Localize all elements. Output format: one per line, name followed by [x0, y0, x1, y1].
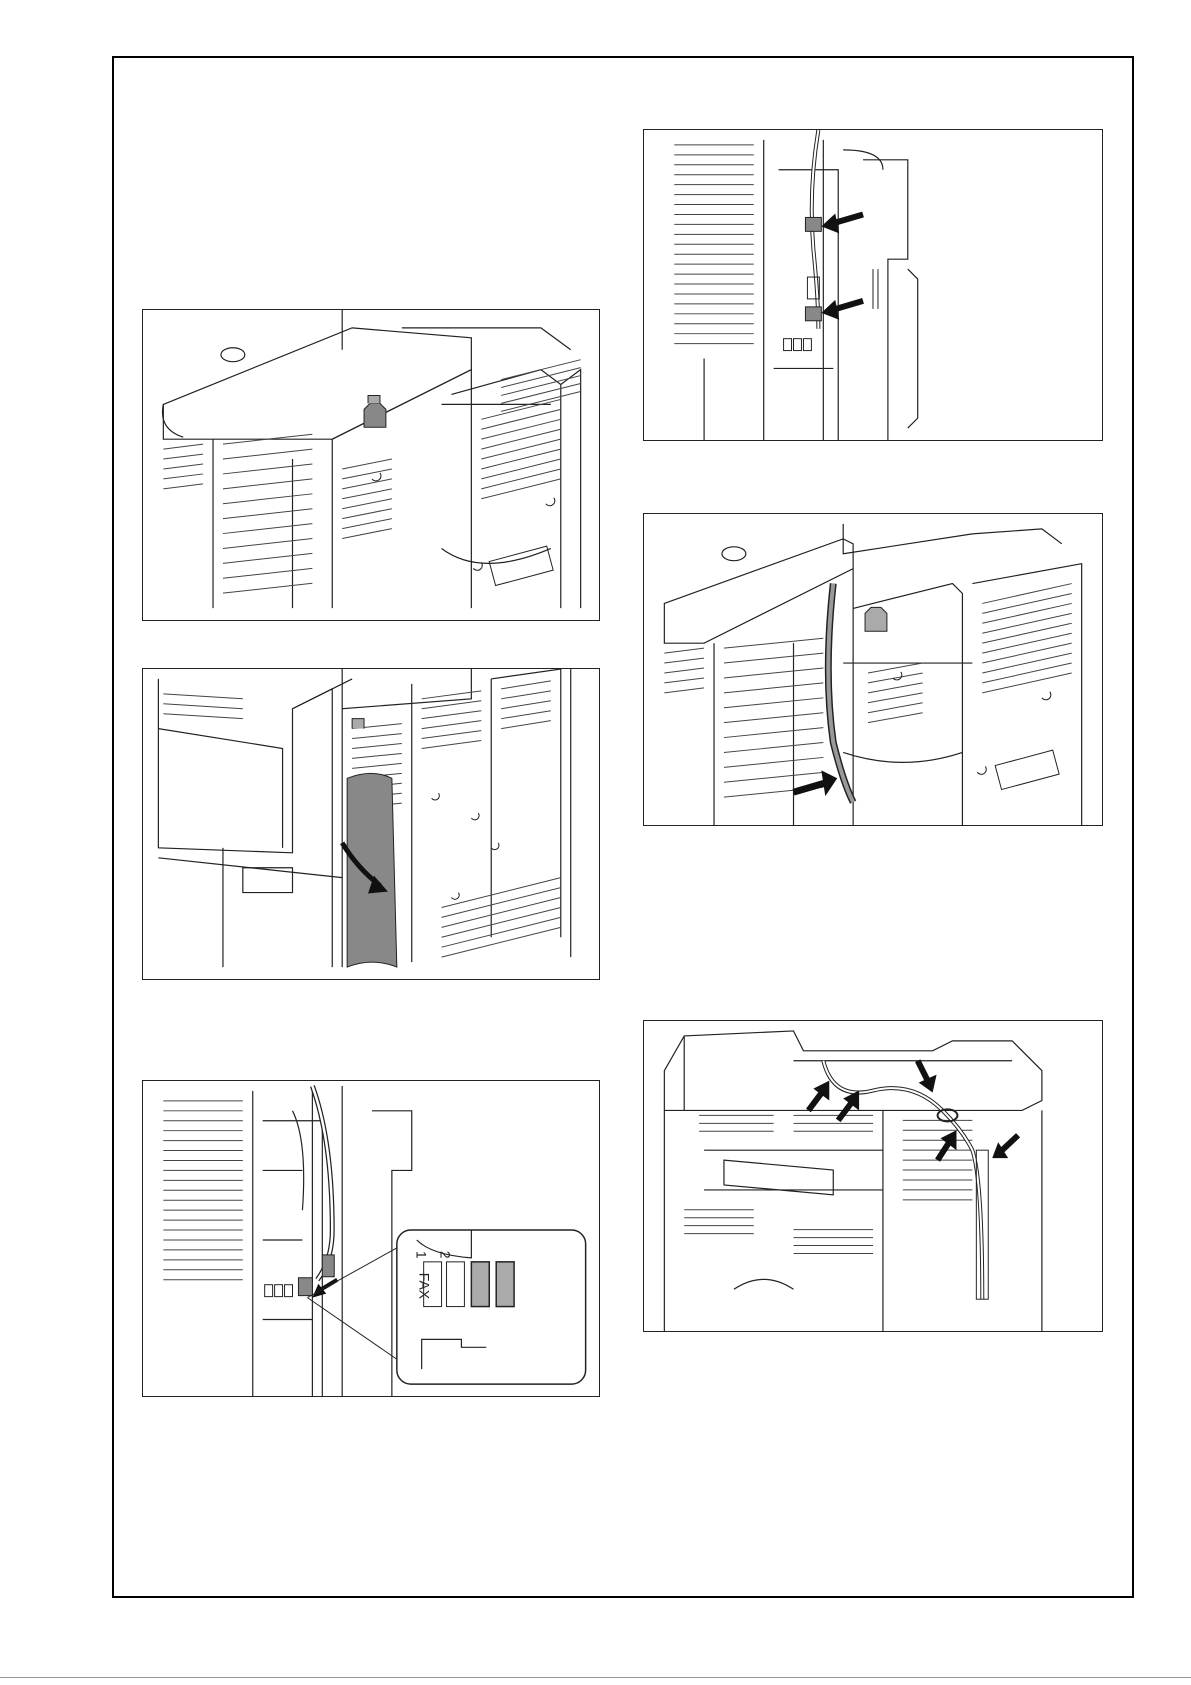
arrow-icon	[918, 1061, 937, 1093]
illustration-cable-top	[644, 1021, 1102, 1331]
figure-cable-clamp-top	[142, 309, 600, 621]
illustration-clamps	[644, 130, 1102, 440]
figure-cable-routing-top	[643, 1020, 1103, 1332]
arrow-icon	[938, 1130, 957, 1160]
illustration-cable-routing	[644, 514, 1102, 825]
fax-label: FAX	[417, 1273, 433, 1299]
figure-cable-clamps-rear	[643, 129, 1103, 441]
arrow-icon	[821, 300, 863, 320]
illustration-copier-top	[143, 310, 599, 620]
arrow-icon	[808, 1081, 829, 1111]
arrow-icon	[821, 213, 863, 233]
arrow-icon	[992, 1135, 1018, 1158]
illustration-copier-side	[143, 669, 599, 979]
illustration-fax-port: 1 2 FAX	[143, 1081, 599, 1396]
port-number-2: 2	[438, 1251, 454, 1259]
figure-side-cover-open	[142, 668, 600, 980]
figure-fax-port-connect: 1 2 FAX	[142, 1080, 600, 1397]
footer-rule	[0, 1677, 1191, 1678]
figure-cable-routing-side	[643, 513, 1103, 826]
port-number-1: 1	[414, 1251, 430, 1259]
